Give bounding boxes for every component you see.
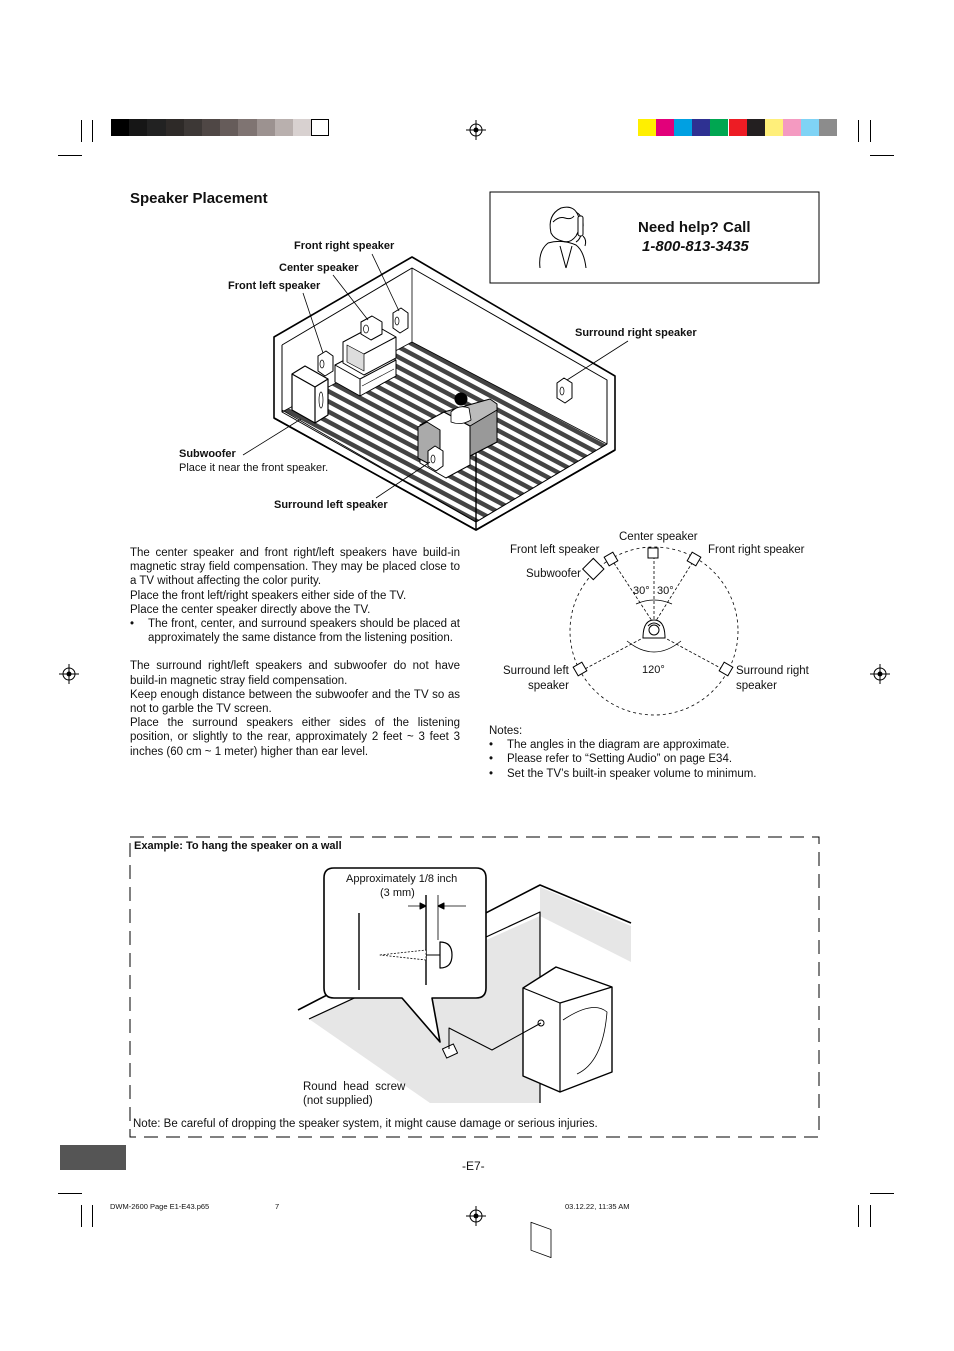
screw-label: Round head screw [303, 1081, 406, 1093]
crop-mark [81, 120, 82, 142]
person-on-phone-icon [539, 206, 587, 269]
color-swatch [129, 119, 148, 136]
diagram-label-surround-right-2: speaker [736, 680, 777, 692]
crop-mark [870, 155, 894, 156]
footer-file: DWM-2600 Page E1-E43.p65 [110, 1202, 210, 1211]
color-swatch [111, 119, 130, 136]
color-swatch [656, 119, 675, 136]
wall-caution-note: Note: Be careful of dropping the speaker… [133, 1118, 598, 1130]
color-swatch [692, 119, 711, 136]
paragraph: The center speaker and front right/left … [130, 547, 460, 588]
wall-example-box [129, 836, 820, 1138]
page-number: -E7- [462, 1159, 485, 1173]
crop-mark [858, 1205, 859, 1227]
diagram-label-surround-left: Surround left [503, 665, 569, 677]
note-item: •Please refer to “Setting Audio” on page… [489, 753, 733, 766]
paragraph: Place the surround speakers either sides… [130, 717, 460, 758]
diagram-label-surround-right: Surround right [736, 665, 809, 677]
angle-label-right: 30° [657, 585, 674, 597]
footer-date: 03.12.22, 11:35 AM [565, 1202, 630, 1211]
label-center-speaker: Center speaker [279, 262, 359, 274]
color-swatch [710, 119, 729, 136]
color-swatch [764, 119, 783, 136]
angle-label-rear: 120° [642, 664, 665, 676]
color-swatch [674, 119, 693, 136]
wall-illustration [297, 867, 632, 1258]
registration-mark-icon [465, 119, 487, 141]
footer-page: 7 [275, 1202, 280, 1211]
approx-label: Approximately 1/8 inch [346, 873, 458, 885]
paragraph: Place the center speaker directly above … [130, 603, 371, 616]
crop-mark [58, 155, 82, 156]
crop-mark [81, 1205, 82, 1227]
diagram-label-front-left: Front left speaker [510, 544, 600, 556]
placement-text: The center speaker and front right/left … [130, 546, 460, 759]
note-item: •The angles in the diagram are approxima… [489, 739, 730, 752]
label-surround-right-speaker: Surround right speaker [575, 327, 697, 339]
registration-mark-icon [869, 663, 891, 685]
diagram-label-surround-left-2: speaker [528, 680, 569, 692]
label-front-left-speaker: Front left speaker [228, 280, 321, 292]
notes-heading: Notes: [489, 725, 523, 737]
color-swatch [800, 119, 819, 136]
color-swatch [819, 119, 838, 136]
color-swatch [782, 119, 801, 136]
label-front-right-speaker: Front right speaker [294, 240, 395, 252]
speaker-angle-diagram [569, 546, 739, 716]
crop-mark [58, 1193, 82, 1194]
page-tab [60, 1145, 126, 1170]
section-title: Speaker Placement [130, 190, 268, 207]
help-heading: Need help? Call [638, 219, 751, 236]
bullet-text: The front, center, and surround speakers… [148, 618, 460, 645]
label-subwoofer-note: Place it near the front speaker. [179, 462, 329, 474]
color-swatch [638, 119, 657, 136]
color-swatch [147, 119, 166, 136]
registration-mark-icon [465, 1205, 487, 1227]
crop-mark [858, 120, 859, 142]
color-swatch [746, 119, 765, 136]
help-box [489, 191, 820, 284]
paragraph: Keep enough distance between the subwoof… [130, 688, 460, 716]
room-illustration [242, 253, 629, 531]
color-swatch [238, 119, 257, 136]
color-swatch [256, 119, 275, 136]
diagram-label-subwoofer: Subwoofer [526, 568, 581, 580]
notes: Notes: •The angles in the diagram are ap… [489, 724, 819, 781]
diagram-label-front-right: Front right speaker [708, 544, 805, 556]
note-text: Please refer to “Setting Audio” on page … [507, 753, 733, 766]
color-swatch [183, 119, 202, 136]
bullet-item: •The front, center, and surround speaker… [130, 618, 460, 645]
color-swatch [165, 119, 184, 136]
crop-mark [870, 1205, 871, 1227]
screw-label-2: (not supplied) [303, 1095, 373, 1107]
label-subwoofer: Subwoofer [179, 448, 236, 460]
note-item: •Set the TV’s built-in speaker volume to… [489, 767, 757, 780]
color-swatch [202, 119, 221, 136]
paragraph: The surround right/left speakers and sub… [130, 660, 460, 687]
color-swatch [311, 119, 330, 136]
label-surround-left-speaker: Surround left speaker [274, 499, 388, 511]
help-phone: 1-800-813-3435 [642, 238, 749, 255]
angle-label-left: 30° [633, 585, 650, 597]
crop-mark [92, 120, 93, 142]
wall-example-title: Example: To hang the speaker on a wall [134, 840, 342, 852]
note-text: The angles in the diagram are approximat… [507, 739, 730, 752]
color-swatch [293, 119, 312, 136]
color-swatch [274, 119, 293, 136]
paragraph: Place the front left/right speakers eith… [130, 589, 407, 602]
crop-mark [870, 1193, 894, 1194]
crop-mark [92, 1205, 93, 1227]
approx-label-mm: (3 mm) [380, 887, 415, 899]
crop-mark [870, 120, 871, 142]
listener-icon [642, 619, 666, 639]
diagram-label-center: Center speaker [619, 531, 698, 543]
registration-mark-icon [58, 663, 80, 685]
color-swatch [220, 119, 239, 136]
screw-icon [441, 1043, 459, 1059]
color-swatch [728, 119, 747, 136]
note-text: Set the TV’s built-in speaker volume to … [507, 767, 757, 780]
